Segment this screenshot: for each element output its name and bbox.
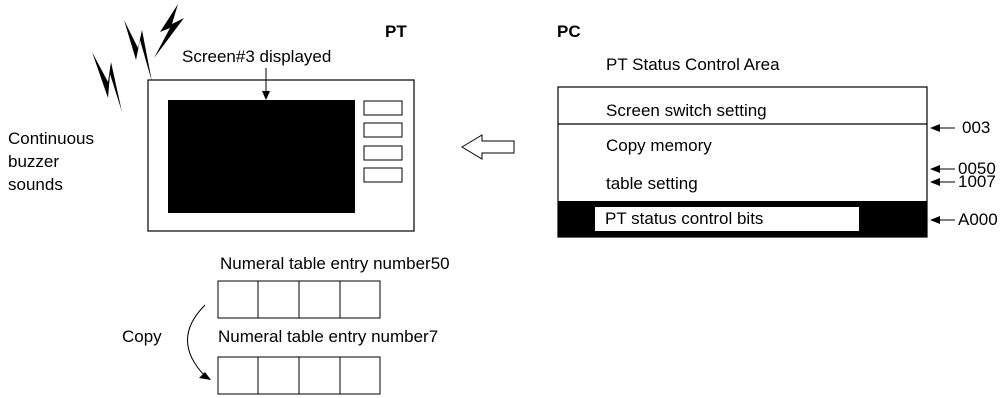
pc-value-status-bits: A000: [958, 210, 998, 229]
pc-value-screen-switch: 003: [962, 118, 991, 137]
pc-row-table-setting: table setting: [606, 174, 698, 193]
lightning-bolt-icon: [154, 4, 184, 58]
pc-value-copy-memory: 0050: [958, 159, 996, 178]
pc-value-table-setting: 1007: [958, 172, 996, 191]
pt-button: [363, 145, 403, 161]
pc-row-status-bits: PT status control bits: [605, 209, 764, 228]
pt-screen: [168, 100, 355, 213]
pt-button: [363, 100, 403, 116]
pt-title: PT: [385, 22, 407, 41]
buzzer-label-line-3: sounds: [8, 175, 63, 194]
numeral-table-source: [217, 280, 381, 319]
numeral-table-destination: [217, 356, 381, 395]
copy-label: Copy: [122, 327, 162, 346]
numeral-table-source-label: Numeral table entry number50: [220, 254, 450, 273]
pc-row-pointers: [930, 124, 955, 224]
screen-caption: Screen#3 displayed: [182, 47, 332, 66]
pt-button: [363, 167, 403, 183]
buzzer-label-line-1: Continuous: [8, 129, 95, 148]
pc-row-screen-switch: Screen switch setting: [606, 101, 767, 120]
transfer-arrow-icon: [461, 134, 515, 160]
numeral-table-dest-label: Numeral table entry number7: [218, 327, 439, 346]
lightning-bolt-icon: [92, 52, 122, 112]
buzzer-label-line-2: buzzer: [8, 152, 60, 171]
pt-button: [363, 122, 403, 138]
lightning-bolt-icon: [124, 20, 152, 82]
pc-row-copy-memory: Copy memory: [606, 136, 712, 155]
screen-pointer-arrowhead: [262, 91, 270, 100]
pc-status-bits-box: [595, 207, 859, 231]
pc-title: PC: [557, 22, 581, 41]
copy-arrowhead: [199, 372, 211, 380]
pc-area-title: PT Status Control Area: [606, 55, 780, 74]
copy-arrow: [187, 304, 206, 377]
